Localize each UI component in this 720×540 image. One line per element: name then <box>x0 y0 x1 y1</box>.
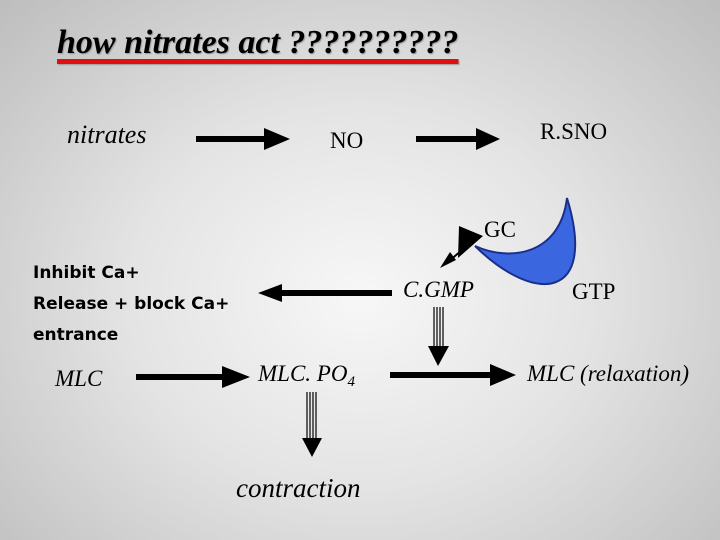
inhibit-line-1: Inhibit Ca+ <box>33 263 140 283</box>
label-no: NO <box>330 128 364 153</box>
arrow-nitrates-to-no <box>196 128 290 150</box>
label-rsno: R.SNO <box>540 119 608 144</box>
label-nitrates: nitrates <box>67 120 147 149</box>
inhibit-line-2: Release + block Ca+ <box>33 294 230 314</box>
arrow-cgmp-down <box>428 307 449 366</box>
label-mlc: MLC <box>55 366 103 391</box>
slide-title: how nitrates act ?????????? <box>57 24 459 61</box>
label-inhibit-ca: Inhibit Ca+ Release + block Ca+ entrance <box>33 258 248 351</box>
label-mlc-po4-subscript: 4 <box>347 374 355 390</box>
label-gtp: GTP <box>572 279 616 304</box>
arrow-cgmp-to-inhibit <box>258 284 392 302</box>
label-gc: GC <box>484 217 516 242</box>
arrow-mlc-to-mlcpo4 <box>136 366 250 388</box>
label-mlc-po4: MLC. PO4 <box>258 362 355 390</box>
label-mlc-relaxation: MLC (relaxation) <box>527 361 690 386</box>
label-contraction: contraction <box>236 473 361 503</box>
arrow-mlcpo4-to-contraction <box>302 392 322 457</box>
inhibit-line-3: entrance <box>33 325 119 345</box>
label-mlc-po4-main: MLC. PO <box>258 361 348 386</box>
gc-arc-arrow <box>440 197 577 285</box>
arrow-no-to-rsno <box>416 128 500 150</box>
label-cgmp: C.GMP <box>403 277 474 302</box>
arrow-mlcpo4-to-relaxation <box>390 364 516 386</box>
